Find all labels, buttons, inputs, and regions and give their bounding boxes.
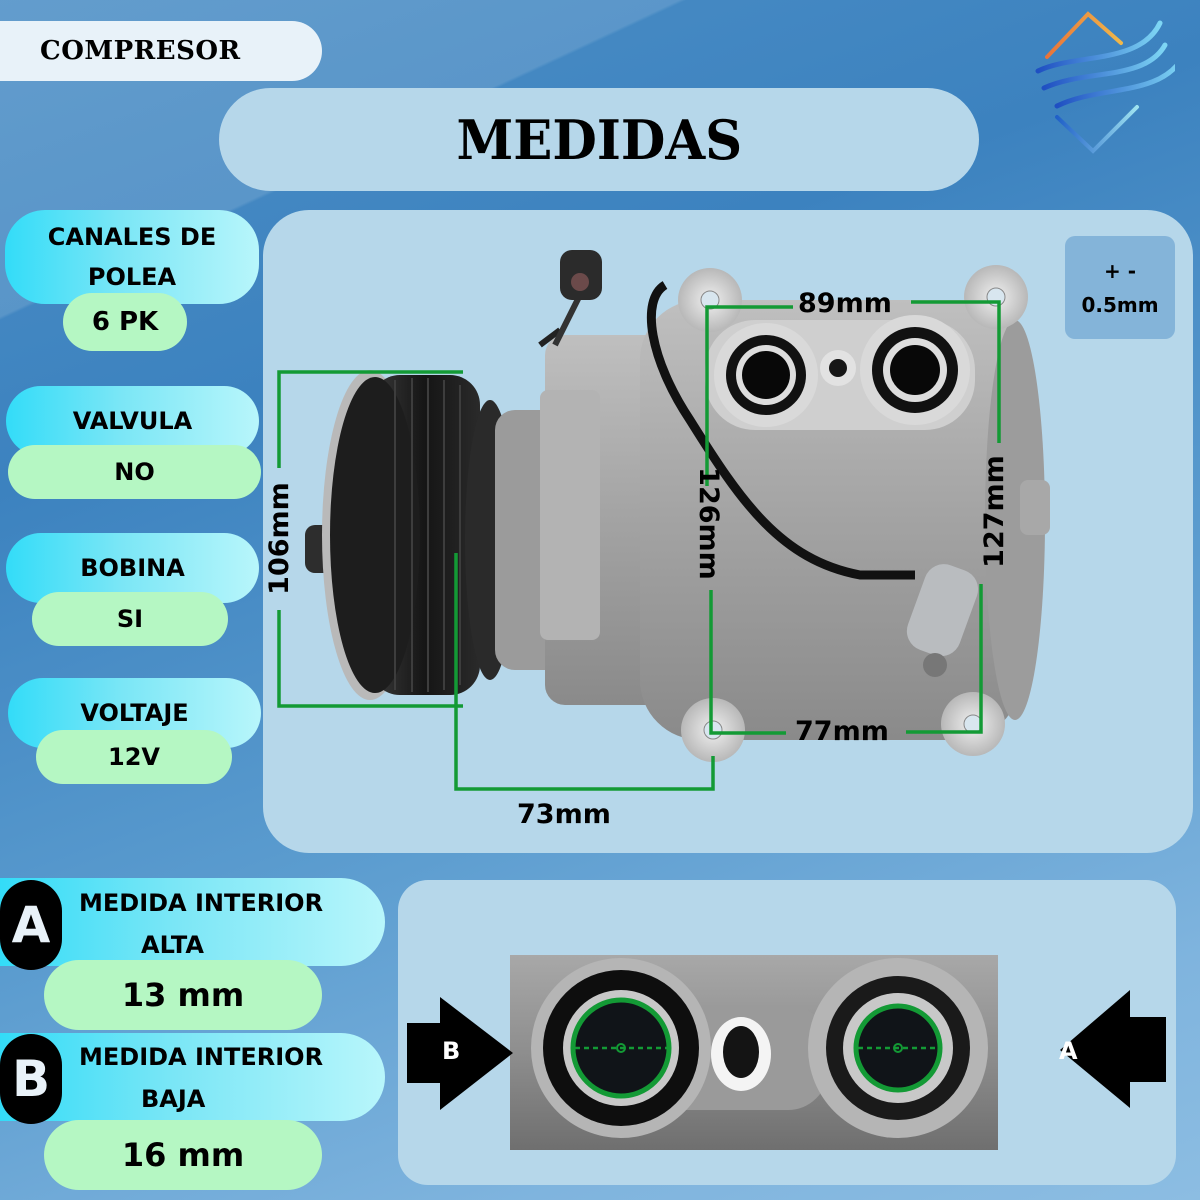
port-a-value: 13 mm	[44, 960, 322, 1030]
port-closeup-illustration	[407, 955, 1166, 1150]
spec-label-line: VOLTAJE	[80, 699, 189, 727]
dimension-bottom-width: 77mm	[795, 716, 889, 747]
arrow-left-icon	[1060, 990, 1166, 1108]
dimension-top-width: 89mm	[798, 288, 892, 319]
arrow-label-a: A	[1059, 1037, 1078, 1065]
category-pill: COMPRESOR	[0, 21, 322, 81]
arrow-label-b: B	[442, 1037, 461, 1065]
spec-label-line: CANALES DE	[47, 223, 217, 251]
port-a-label-line1: MEDIDA INTERIOR	[79, 889, 324, 917]
category-label: COMPRESOR	[40, 36, 241, 66]
spec-value-pulley-channels: 6 PK	[63, 293, 187, 351]
dimension-left-height: 126mm	[692, 467, 724, 580]
tolerance-badge: + - 0.5mm	[1065, 236, 1175, 339]
spec-label-line: POLEA	[87, 263, 177, 291]
spec-label-line: VALVULA	[72, 407, 193, 435]
port-b-label-pill	[0, 1033, 385, 1121]
tolerance-sign: + -	[1103, 258, 1137, 283]
spec-label-valve: VALVULA	[6, 386, 259, 456]
port-b-label-line1: MEDIDA INTERIOR	[79, 1043, 324, 1071]
title-banner: MEDIDAS	[219, 88, 979, 191]
dimension-right-height: 127mm	[978, 455, 1010, 568]
spec-label-pulley-channels: CANALES DE POLEA	[5, 210, 259, 304]
arrow-right-icon	[407, 997, 513, 1110]
port-a-label-line2: ALTA	[141, 931, 204, 959]
spec-value-valve: NO	[8, 445, 261, 499]
dimension-depth: 73mm	[517, 799, 611, 830]
port-b-label-line2: BAJA	[141, 1085, 206, 1113]
port-b-value: 16 mm	[44, 1120, 322, 1190]
tolerance-value: 0.5mm	[1081, 292, 1159, 317]
spec-value-voltage: 12V	[36, 730, 232, 784]
spec-value-coil: SI	[32, 592, 228, 646]
spec-label-line: BOBINA	[80, 554, 185, 582]
dimension-pulley-height: 106mm	[263, 482, 295, 595]
compressor-illustration	[277, 250, 1050, 791]
house-wind-logo-icon	[1035, 11, 1175, 154]
port-b-badge: B	[0, 1034, 62, 1124]
port-a-label-pill	[0, 878, 385, 966]
port-a-badge: A	[0, 880, 62, 970]
spec-label-coil: BOBINA	[6, 533, 259, 603]
page-title: MEDIDAS	[456, 107, 742, 172]
